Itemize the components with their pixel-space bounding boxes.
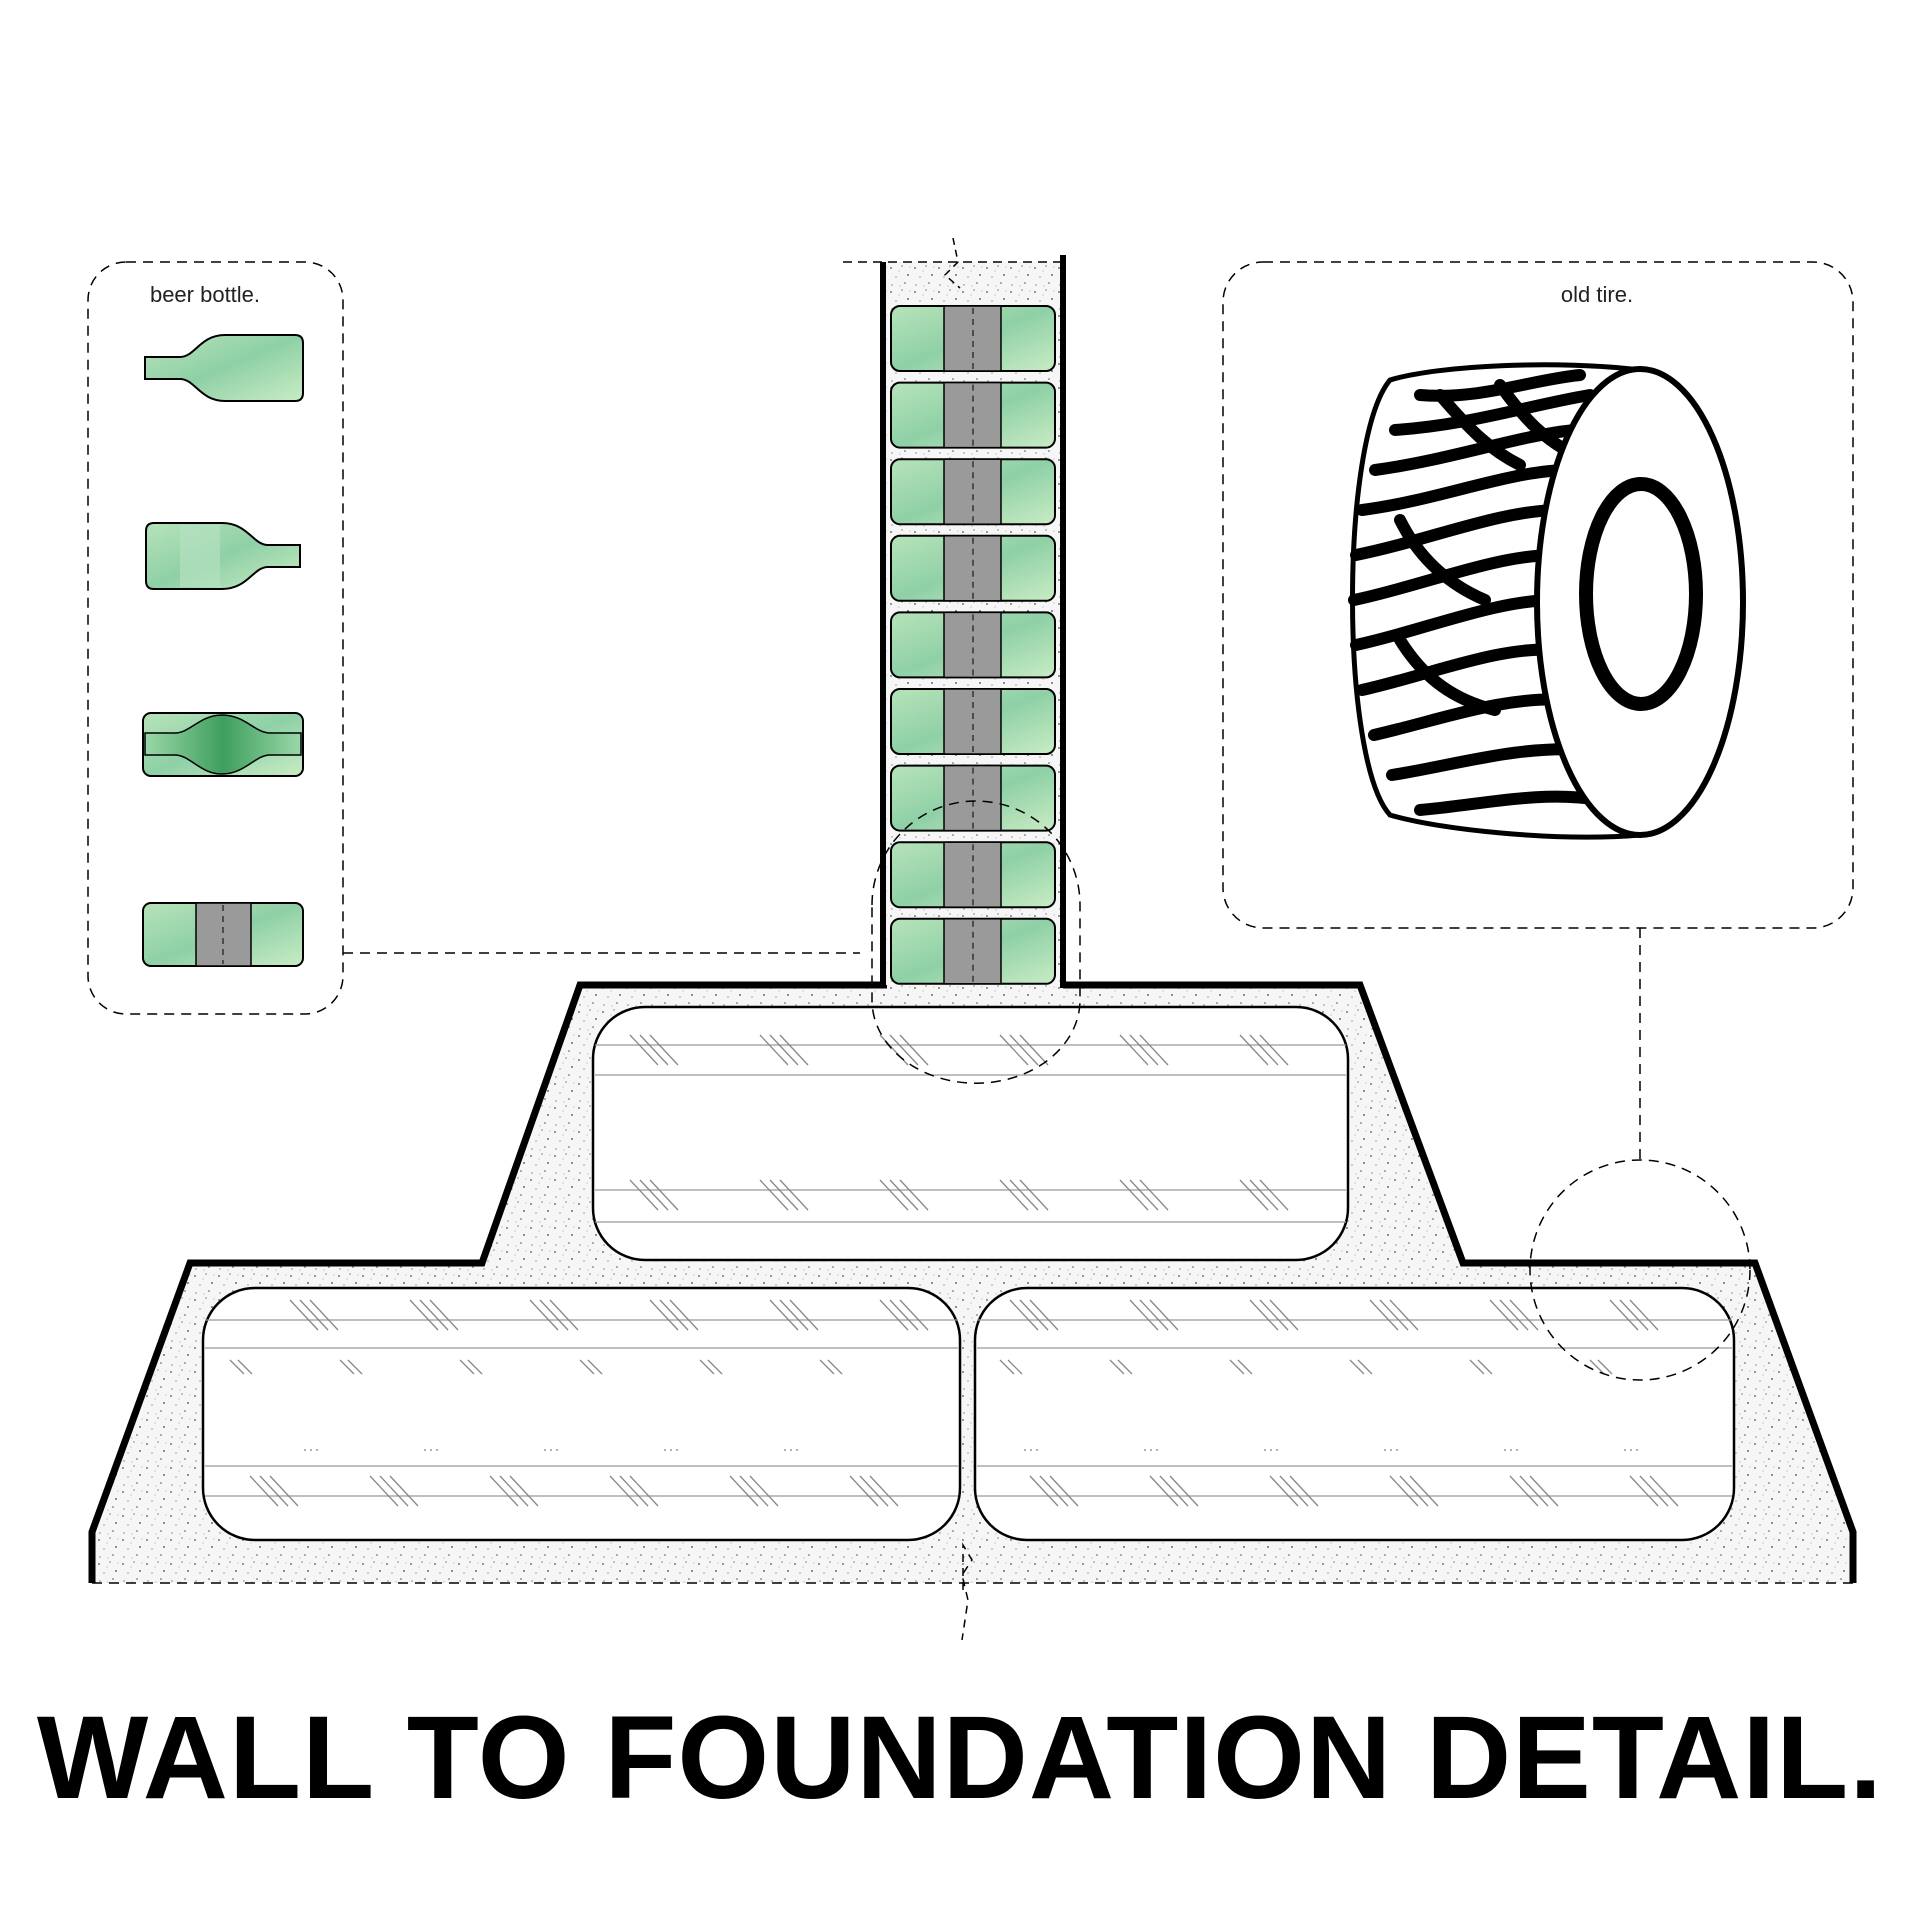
detail-markers [343,800,1751,1381]
bottle-row [890,611,1056,679]
bottle-row [890,917,1056,985]
bottle-step-4 [142,902,304,967]
tire-callout-label: old tire. [1561,282,1633,307]
bottle-step-3 [142,712,304,777]
bottle-row [890,458,1056,526]
page-title: WALL TO FOUNDATION DETAIL. [36,1692,1884,1824]
section-break-top [943,237,961,289]
tire-bottom-right [973,1286,1736,1542]
bottle-row [890,381,1056,449]
bottle-detail-circle [871,800,1081,1084]
bottle-row [890,534,1056,602]
tire-bottom-left [201,1286,962,1542]
tire-top [591,1005,1350,1262]
bottle-row [890,841,1056,909]
tire-illustration [1348,362,1746,840]
bottle-wall [843,237,1066,988]
bottle-rows [890,305,1056,985]
tire-detail-circle [1529,1159,1751,1381]
bottle-row [890,688,1056,755]
tire-callout: old tire. [1222,261,1854,929]
bottle-step-2 [145,522,301,590]
bottle-row [890,305,1056,372]
foundation-outline [88,981,1857,1583]
bottle-callout-frame [87,261,344,1015]
bottle-callout: beer bottle. [87,261,344,1015]
bottle-step-1 [144,334,304,402]
tires [201,1005,1736,1542]
bottle-callout-label: beer bottle. [150,282,260,307]
bottle-row [890,764,1056,832]
section-break-bottom [961,1542,973,1641]
